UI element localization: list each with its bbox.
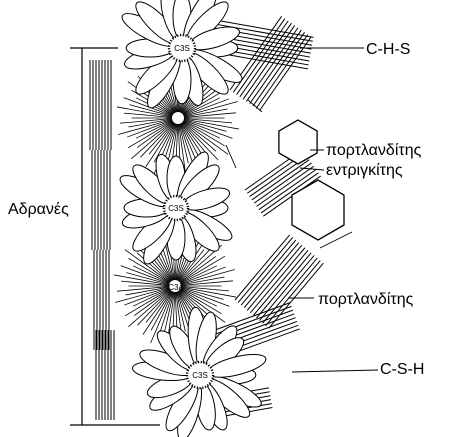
- grain-label: C3S: [192, 371, 208, 380]
- leader-line: [292, 370, 378, 372]
- grain-label: C3S: [174, 44, 190, 53]
- grain-label: C3S: [168, 204, 184, 213]
- csh-fibre: [235, 235, 290, 300]
- csh-bottom-label: C-S-H: [380, 362, 424, 378]
- portlandite-lower-label: πορτλανδίτης: [318, 292, 413, 308]
- csh-fibre: [238, 237, 293, 302]
- csh-fibre: [269, 263, 324, 328]
- portlandite-upper-label: πορτλανδίτης: [326, 143, 421, 159]
- csh-fibre: [247, 245, 302, 310]
- burst-core: [172, 112, 184, 124]
- ettringite-label: εντριγκίτης: [326, 163, 403, 179]
- ettringite-needle: [226, 145, 236, 168]
- c3a-grain-label: C3A: [168, 283, 184, 292]
- csh-fibre: [256, 253, 311, 318]
- csh-fibre: [241, 240, 296, 305]
- c3s-grain-middle: C3S: [116, 148, 236, 268]
- aggregate-label: Αδρανές: [8, 202, 69, 218]
- csh-fibre: [266, 261, 321, 326]
- ettringite-needle: [248, 100, 262, 112]
- portlandite-crystals: [279, 120, 344, 240]
- c3s-grain-top: C3S: [118, 0, 246, 112]
- csh-fibre: [256, 35, 308, 109]
- portlandite-hexagon: [279, 120, 317, 164]
- grain-group: C3S C3S C3S C3A: [114, 0, 268, 437]
- csh-fibre: [250, 248, 305, 313]
- csh-fibre: [263, 258, 318, 323]
- csh-fibre: [250, 30, 302, 104]
- csh-fibre: [243, 25, 295, 99]
- csh-top-label: C-H-S: [366, 42, 410, 58]
- portlandite-hexagon: [292, 180, 344, 240]
